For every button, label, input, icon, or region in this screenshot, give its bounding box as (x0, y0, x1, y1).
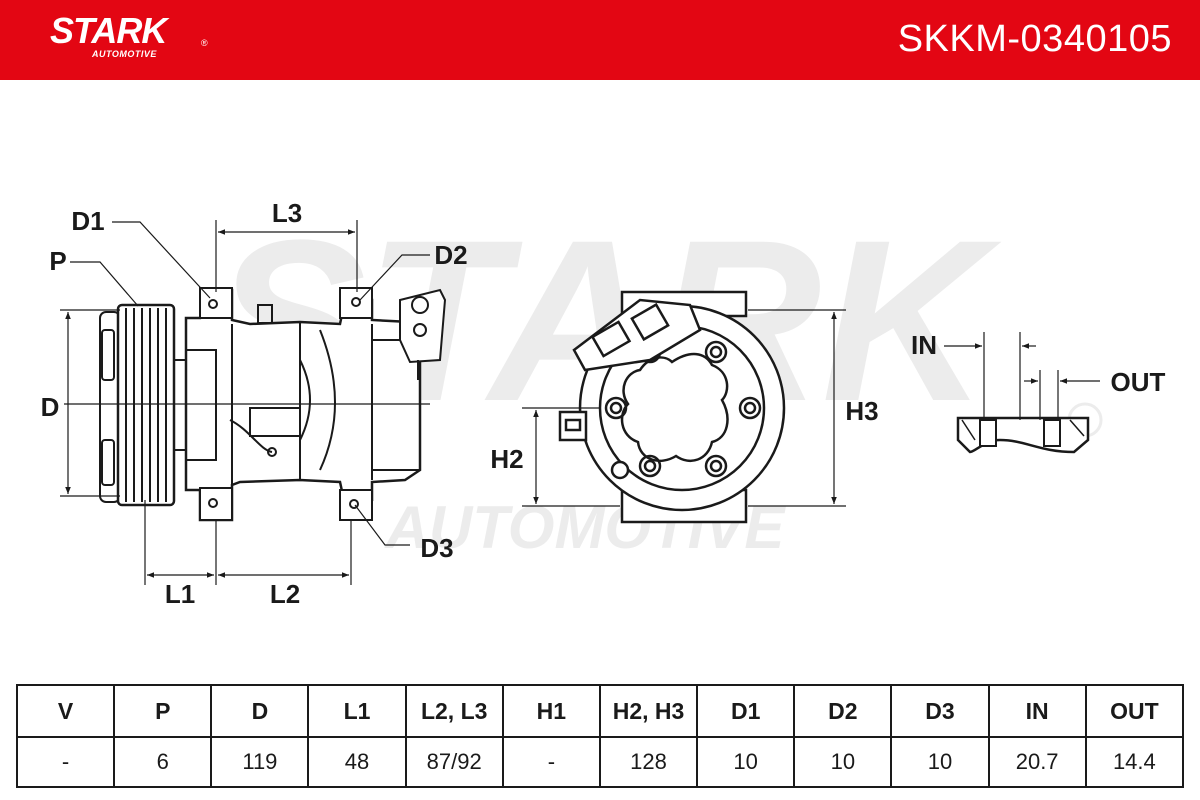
spec-header-out: OUT (1084, 684, 1185, 738)
logo-brand: STARK (50, 10, 167, 51)
spec-value-l2-l3: 87/92 (404, 736, 504, 788)
side-view (64, 287, 447, 522)
port-section-view (956, 416, 1090, 454)
spec-value-h2-h3: 128 (598, 736, 699, 788)
spec-header-d3: D3 (890, 684, 990, 738)
spec-header-l1: L1 (307, 684, 407, 738)
label-l2: L2 (270, 579, 300, 609)
label-d: D (41, 392, 60, 422)
stark-logo: STARK ® AUTOMOTIVE (50, 10, 220, 70)
spec-header-row: V P D L1 L2, L3 H1 H2, H3 D1 D2 D3 IN OU… (15, 684, 1185, 738)
label-p: P (49, 246, 66, 276)
label-d1: D1 (71, 206, 104, 236)
label-l1: L1 (165, 579, 195, 609)
logo-registered-mark: ® (201, 38, 208, 48)
spec-header-d: D (210, 684, 310, 738)
spec-header-h1: H1 (501, 684, 601, 738)
spec-value-l1: 48 (307, 736, 407, 788)
spec-value-p: 6 (113, 736, 213, 788)
spec-value-d: 119 (210, 736, 310, 788)
spec-value-d2: 10 (793, 736, 893, 788)
spec-header-v: V (15, 684, 116, 738)
label-h2: H2 (490, 444, 523, 474)
logo-subtitle: AUTOMOTIVE (92, 49, 157, 59)
spec-header-p: P (113, 684, 213, 738)
spec-value-d1: 10 (696, 736, 796, 788)
spec-value-d3: 10 (890, 736, 990, 788)
label-in: IN (911, 330, 937, 360)
spec-value-v: - (15, 736, 116, 788)
label-d3: D3 (420, 533, 453, 563)
rear-view (558, 290, 786, 524)
compressor-drawing: D1 P L3 D2 D D3 L1 L2 H2 H3 (41, 198, 1166, 609)
side-dimensions (60, 220, 430, 585)
spec-table: V P D L1 L2, L3 H1 H2, H3 D1 D2 D3 IN OU… (15, 684, 1185, 788)
spec-value-h1: - (501, 736, 601, 788)
port-dimensions (944, 332, 1100, 420)
spec-value-out: 14.4 (1084, 736, 1185, 788)
header-bar: STARK ® AUTOMOTIVE SKKM-0340105 (0, 0, 1200, 80)
spec-header-in: IN (987, 684, 1087, 738)
label-h3: H3 (845, 396, 878, 426)
spec-value-row: - 6 119 48 87/92 - 128 10 10 10 20.7 14.… (15, 736, 1185, 788)
spec-header-d2: D2 (793, 684, 893, 738)
spec-value-in: 20.7 (987, 736, 1087, 788)
label-out: OUT (1111, 367, 1166, 397)
label-l3: L3 (272, 198, 302, 228)
rear-dimensions (522, 309, 846, 507)
label-d2: D2 (434, 240, 467, 270)
spec-header-h2-h3: H2, H3 (598, 684, 699, 738)
spec-header-d1: D1 (696, 684, 796, 738)
part-number: SKKM-0340105 (897, 18, 1172, 60)
spec-header-l2-l3: L2, L3 (404, 684, 504, 738)
